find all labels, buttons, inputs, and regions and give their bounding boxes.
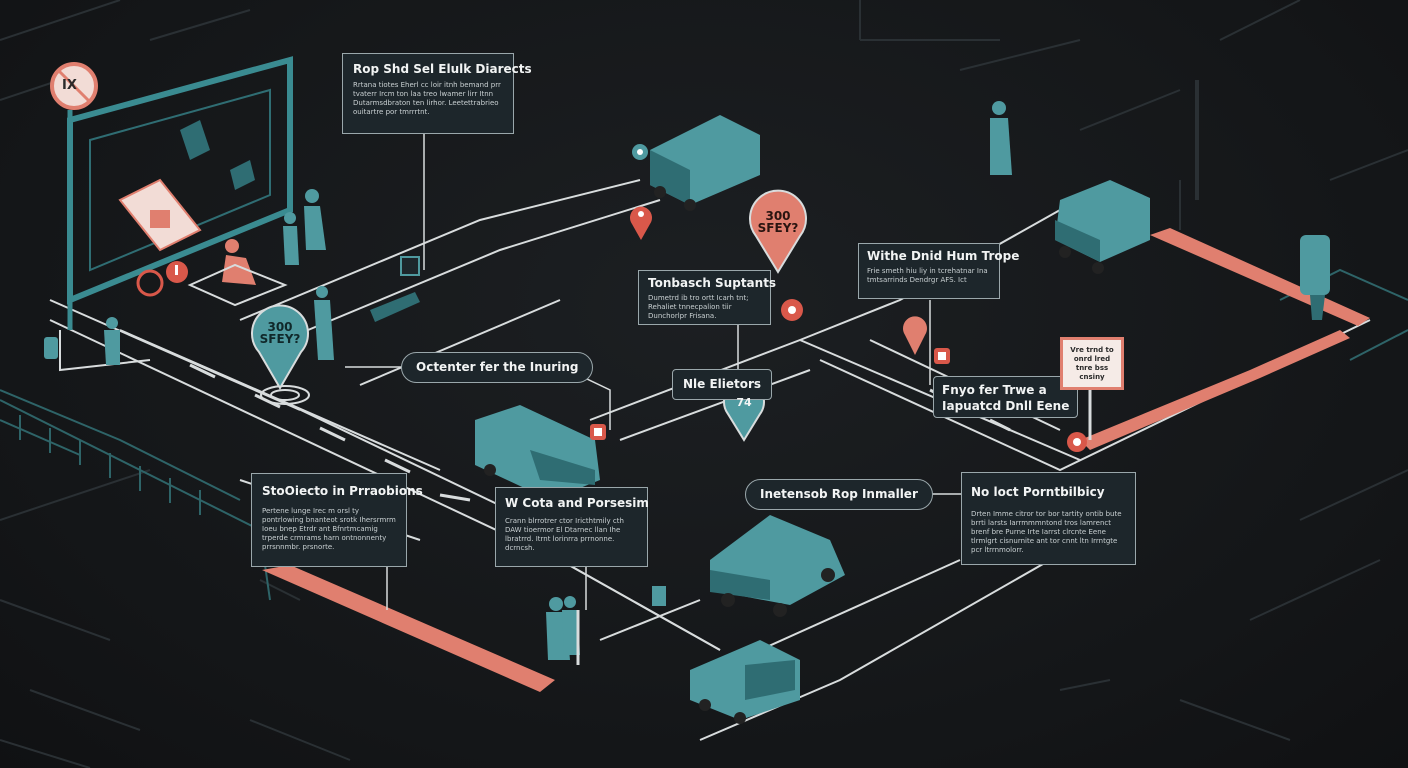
marker-red-6 <box>136 269 164 297</box>
leader-lines <box>345 133 1066 610</box>
callout-title: Rop Shd Sel Elulk Diarects <box>353 62 532 76</box>
pin-left-line1: 300 <box>267 320 293 334</box>
pill-right-line2: Iapuatcd Dnll Eene <box>942 399 1070 413</box>
person-6 <box>990 101 1012 175</box>
prohibition-sign-glyph: IX <box>62 78 77 93</box>
person-1 <box>304 189 326 250</box>
pin-top <box>749 189 807 274</box>
signboard: Vre trnd to onrd lred tnre bss cnsiny <box>1060 337 1124 390</box>
marker-red-1 <box>630 206 652 240</box>
map-pins <box>251 189 927 442</box>
pill-right-line1: Fnyo fer Trwe a <box>942 383 1047 397</box>
pin-left <box>251 304 309 390</box>
person-2 <box>283 212 299 265</box>
square-marker-2 <box>934 348 950 364</box>
marker-red-4 <box>781 299 803 321</box>
vehicles <box>475 115 1150 724</box>
person-3 <box>222 239 256 285</box>
pin-top-line2: SFEY? <box>757 221 799 235</box>
coral-routes <box>262 228 1370 692</box>
pin-bases <box>187 263 310 405</box>
person-8 <box>562 596 580 655</box>
callout-body: Dumetrd ib tro ortt Icarh tnt; Rehaliet … <box>648 294 749 320</box>
callout-top-right: Withe Dnid Hum Trope Frie smeth hiu liy … <box>858 243 1020 299</box>
pill-bottom: Inetensob Rop Inmaller <box>745 479 933 510</box>
person-5 <box>104 317 120 365</box>
callout-bottom-right: No loct Porntbilbicy Drten Imme citror t… <box>961 472 1136 565</box>
van-bottom <box>690 640 800 724</box>
callout-body: Crann blrrotrer ctor Iricthtmily cth DAW… <box>505 517 624 552</box>
pin-middle-text: 74 <box>736 396 752 409</box>
callout-mid-left: Tonbasch Suptants Dumetrd ib tro ortt Ic… <box>638 270 777 325</box>
pin-left-text: 300 SFEY? <box>259 321 301 345</box>
truck-top <box>650 115 760 211</box>
pill-center: Octenter fer the Inuring <box>401 352 594 383</box>
callout-top-center: Rop Shd Sel Elulk Diarects Rrtana tiotes… <box>342 53 532 134</box>
marker-red-5 <box>1067 432 1087 452</box>
callout-title: Withe Dnid Hum Trope <box>867 249 1020 263</box>
truck-center <box>475 405 600 501</box>
truck-bottom <box>710 515 845 617</box>
pin-left-line2: SFEY? <box>259 332 301 346</box>
person-4 <box>314 286 334 360</box>
marker-teal-1 <box>632 144 648 160</box>
callout-bottom-mid: W Cota and Porsesim Crann blrrotrer ctor… <box>495 487 649 567</box>
callout-title: W Cota and Porsesim <box>505 496 649 510</box>
people <box>104 101 1012 660</box>
prohibition-sign <box>50 62 98 110</box>
square-marker-1 <box>590 424 606 440</box>
pin-top-line1: 300 <box>765 209 791 223</box>
callout-title: No loct Porntbilbicy <box>971 485 1105 499</box>
small-markers <box>136 144 1087 452</box>
callout-body: Frie smeth hiu liy in tcrehatnar Ina tmt… <box>867 267 988 284</box>
pill-middle: Nle Elietors <box>672 369 773 400</box>
pin-top-text: 300 SFEY? <box>756 210 800 234</box>
callout-bottom-left: StoOiecto in Prraobions Pertene lunge Ir… <box>251 473 423 567</box>
pill-right: Fnyo fer Trwe a Iapuatcd Dnll Eene <box>933 376 1079 418</box>
callout-title: StoOiecto in Prraobions <box>262 484 423 498</box>
billboard <box>67 56 293 330</box>
props <box>44 80 1330 665</box>
marker-red-3 <box>166 261 188 283</box>
truck-right <box>1055 180 1150 274</box>
callout-body: Rrtana tiotes Eherl cc loir itnh bemand … <box>353 81 501 116</box>
callout-body: Drten Imme citror tor bor tartity ontib … <box>971 510 1122 554</box>
callout-body: Pertene lunge Irec m orsl ty pontrlowing… <box>262 507 396 551</box>
callout-title: Tonbasch Suptants <box>648 276 777 290</box>
